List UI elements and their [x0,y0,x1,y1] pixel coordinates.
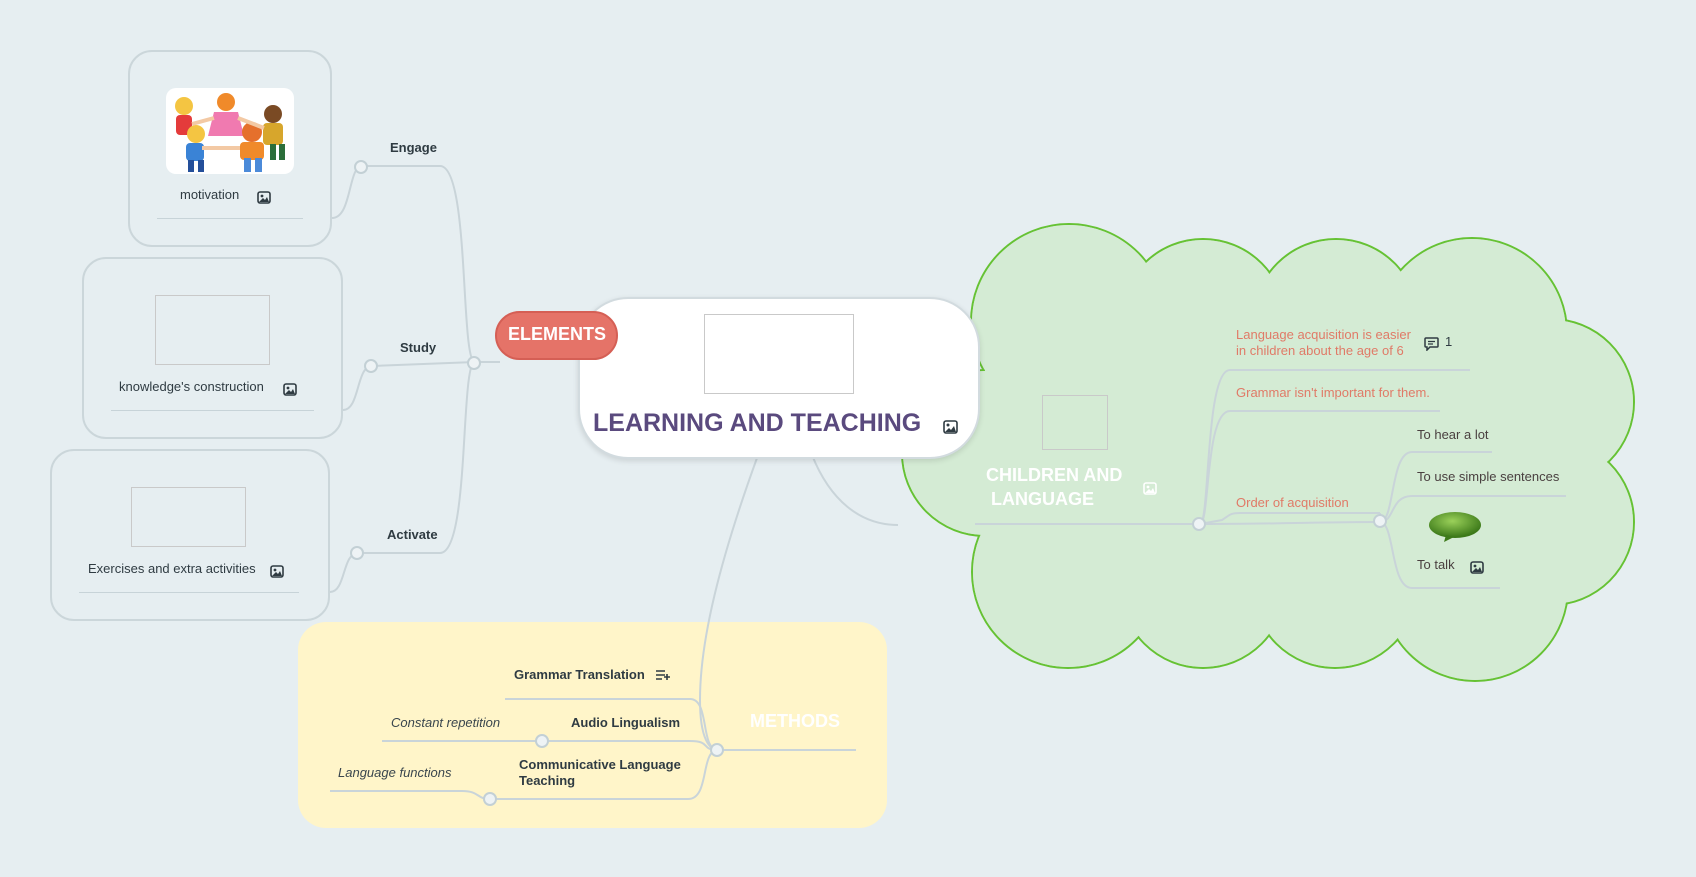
communicative-label-line1[interactable]: Communicative Language [519,757,681,772]
engage-label[interactable]: Engage [390,140,437,155]
grammar-note[interactable]: Grammar isn't important for them. [1236,385,1430,400]
audio-lingualism-label[interactable]: Audio Lingualism [571,715,681,730]
broken-image-placeholder [1042,395,1108,450]
activate-card[interactable] [50,449,330,621]
order-item-talk[interactable]: To talk [1417,557,1455,572]
methods-panel [298,622,887,828]
knowledge-construction-label: knowledge's construction [119,379,264,394]
order-item-hear[interactable]: To hear a lot [1417,427,1489,442]
motivation-label: motivation [180,187,240,202]
study-card[interactable] [82,257,343,439]
image-icon[interactable] [1470,559,1484,574]
methods-title[interactable]: METHODS [750,711,840,731]
speech-bubble-icon [1428,511,1482,543]
broken-image-placeholder [704,314,854,394]
constant-repetition-note[interactable]: Constant repetition [391,715,501,730]
broken-image-placeholder [131,487,246,547]
elements-badge[interactable] [495,311,618,360]
exercises-label: Exercises and extra activities [88,561,256,576]
motivation-underline [157,218,303,219]
exercises-underline [79,592,299,593]
notes-icon[interactable] [655,667,670,681]
order-of-acquisition[interactable]: Order of acquisition [1236,495,1349,510]
broken-image-placeholder [155,295,270,365]
children-title-line2[interactable]: LANGUAGE [991,489,1094,509]
order-item-sentences[interactable]: To use simple sentences [1417,469,1560,484]
image-icon[interactable] [943,419,958,434]
central-topic[interactable] [578,297,980,459]
children-title-line1[interactable]: CHILDREN AND [986,465,1123,485]
acquisition-note-line2[interactable]: in children about the age of 6 [1236,343,1404,358]
image-icon[interactable] [270,563,284,578]
activate-label[interactable]: Activate [387,527,438,542]
elements-label: ELEMENTS [508,324,607,344]
central-title: LEARNING AND TEACHING [593,409,922,437]
grammar-translation-label[interactable]: Grammar Translation [514,667,645,682]
comment-count: 1 [1445,334,1453,349]
image-icon[interactable] [283,381,297,396]
comment-icon[interactable] [1424,336,1439,352]
children-playing-image [166,88,294,174]
language-functions-note[interactable]: Language functions [338,765,452,780]
communicative-label-line2[interactable]: Teaching [519,773,576,788]
engage-card[interactable] [128,50,332,247]
knowledge-underline [111,410,314,411]
acquisition-note-line1[interactable]: Language acquisition is easier [1236,327,1411,342]
image-icon[interactable] [257,189,271,204]
study-label[interactable]: Study [400,340,437,355]
image-icon[interactable] [1143,480,1157,495]
children-cloud-fill [903,225,1633,680]
